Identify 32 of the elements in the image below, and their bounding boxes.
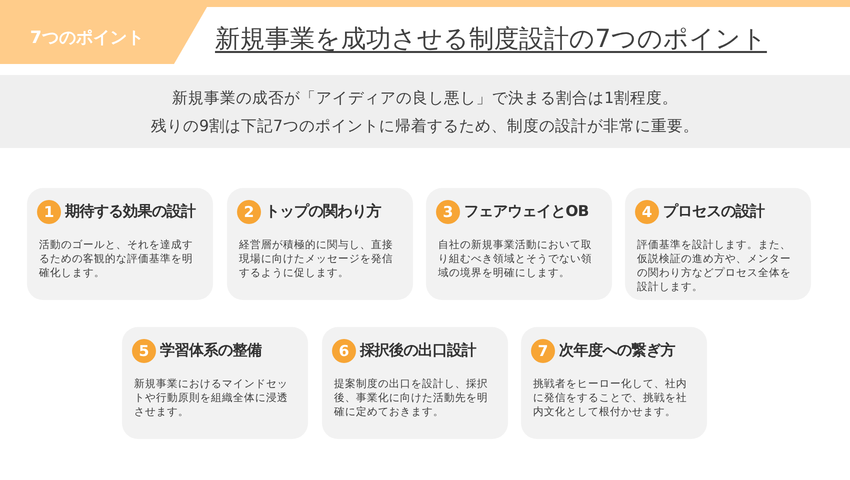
number-badge: 3	[436, 200, 460, 224]
number-badge: 5	[132, 339, 156, 363]
card-description: 活動のゴールと、それを達成するための客観的な評価基準を明確化します。	[39, 238, 194, 280]
card-heading: 期待する効果の設計	[65, 202, 196, 221]
number-badge: 1	[37, 200, 61, 224]
intro-text: 新規事業の成否が「アイディアの良し悪し」で決まる割合は1割程度。	[171, 88, 679, 109]
point-card	[521, 327, 707, 439]
point-card	[122, 327, 308, 439]
intro-text: 残りの9割は下記7つのポイントに帰着するため、制度の設計が非常に重要。	[150, 116, 700, 137]
card-heading: フェアウェイとOB	[464, 202, 589, 221]
card-heading: 次年度への繋ぎ方	[559, 341, 675, 360]
number-badge: 6	[332, 339, 356, 363]
number-badge: 4	[635, 200, 659, 224]
card-description: 経営層が積極的に関与し、直接現場に向けたメッセージを発信するように促します。	[239, 238, 394, 280]
card-description: 挑戦者をヒーロー化して、社内に発信をすることで、挑戦を社内文化として根付かせます。	[533, 377, 688, 419]
number-badge: 7	[531, 339, 555, 363]
card-heading: 学習体系の整備	[160, 341, 262, 360]
card-description: 提案制度の出口を設計し、採択後、事業化に向けた活動先を明確に定めておきます。	[334, 377, 489, 419]
card-heading: 採択後の出口設計	[360, 341, 476, 360]
card-description: 評価基準を設計します。また、仮説検証の進め方や、メンターの関わり方などプロセス全体を設計します。	[637, 238, 792, 294]
point-card	[27, 188, 213, 300]
card-description: 新規事業におけるマインドセットや行動原則を組織全体に浸透させます。	[134, 377, 289, 419]
point-card	[625, 188, 811, 300]
point-card	[322, 327, 508, 439]
point-card	[426, 188, 612, 300]
slide-title: 新規事業を成功させる制度設計の7つのポイント	[215, 23, 767, 55]
card-description: 自社の新規事業活動において取り組むべき領域とそうでない領域の境界を明確にします。	[438, 238, 593, 280]
point-card	[227, 188, 413, 300]
card-heading: プロセスの設計	[663, 202, 764, 221]
number-badge: 2	[237, 200, 261, 224]
card-heading: トップの関わり方	[265, 202, 381, 221]
section-tag: 7つのポイント	[30, 26, 144, 49]
